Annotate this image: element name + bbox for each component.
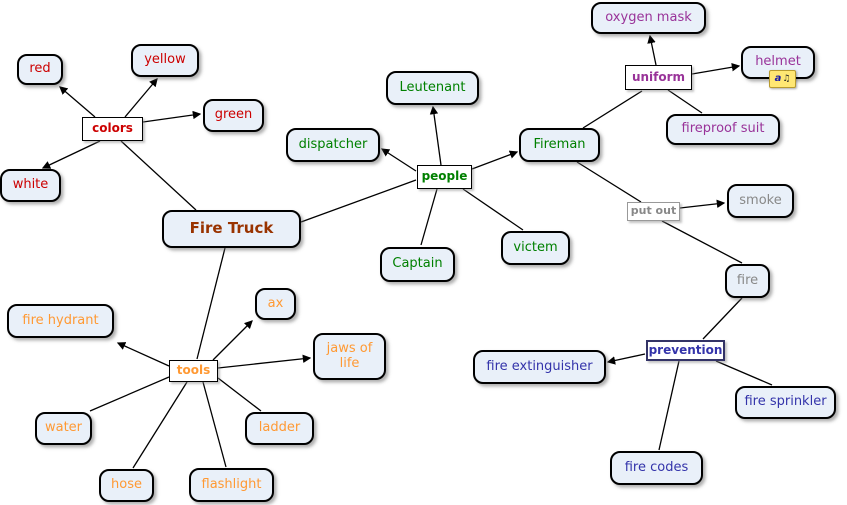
edge-people-fireman[interactable] — [471, 150, 519, 170]
edge-colors-white[interactable] — [41, 140, 101, 169]
concept-node-fire-codes[interactable]: fire codes — [610, 451, 703, 485]
node-label: people — [421, 169, 468, 184]
node-label: yellow — [144, 52, 186, 68]
edge-prevention-fire-codes[interactable] — [658, 360, 680, 451]
linking-node-prevention[interactable]: prevention — [646, 340, 725, 361]
annotation-letter: a — [774, 73, 782, 84]
edge-put-out-smoke[interactable] — [679, 199, 726, 209]
edge-tools-ax[interactable] — [212, 320, 253, 361]
edge-prevention-fire-sprinkler[interactable] — [715, 360, 773, 386]
node-label: dispatcher — [298, 136, 368, 152]
edge-colors-yellow[interactable] — [124, 78, 158, 118]
node-label: white — [12, 177, 49, 193]
node-label: ladder — [258, 420, 301, 436]
node-label: helmet — [755, 54, 801, 70]
linking-node-uniform[interactable]: uniform — [625, 65, 692, 90]
concept-node-ax[interactable]: ax — [255, 288, 296, 320]
concept-node-flashlight[interactable]: flashlight — [189, 468, 274, 502]
edge-uniform-fireproof-suit[interactable] — [667, 89, 703, 114]
linking-node-tools[interactable]: tools — [169, 360, 218, 382]
edge-fire-prevention[interactable] — [702, 297, 743, 340]
linking-node-put-out[interactable]: put out — [627, 202, 680, 221]
concept-node-helmet[interactable]: helmet — [741, 46, 815, 79]
edge-tools-jaws-of-life[interactable] — [217, 354, 312, 369]
edge-fireman-put-out[interactable] — [576, 161, 642, 203]
edge-tools-flashlight[interactable] — [202, 381, 227, 468]
concept-node-dispatcher[interactable]: dispatcher — [286, 128, 380, 162]
concept-node-white[interactable]: white — [0, 169, 61, 202]
node-label: flashlight — [201, 476, 262, 492]
concept-node-fireproof-suit[interactable]: fireproof suit — [666, 114, 780, 145]
node-label: Leutenant — [399, 79, 466, 95]
node-label: fire sprinkler — [744, 394, 827, 410]
concept-node-jaws-of-life[interactable]: jaws of life — [313, 333, 386, 380]
node-label: fireproof suit — [681, 121, 765, 137]
edge-fire-truck-people[interactable] — [300, 179, 417, 223]
concept-node-hose[interactable]: hose — [99, 469, 154, 502]
concept-node-yellow[interactable]: yellow — [131, 44, 199, 77]
node-label: green — [214, 107, 253, 123]
edge-tools-hose[interactable] — [132, 381, 188, 469]
node-label: Captain — [392, 256, 443, 272]
node-label: colors — [92, 121, 133, 136]
node-label: fire hydrant — [22, 312, 99, 328]
concept-node-fire[interactable]: fire — [725, 264, 770, 298]
edge-colors-red[interactable] — [59, 86, 96, 118]
edge-tools-ladder[interactable] — [217, 377, 262, 412]
edge-people-victem[interactable] — [462, 188, 524, 231]
node-label: red — [29, 61, 51, 77]
node-label: Fire Truck — [189, 219, 274, 238]
annotation-note-glyph: ♫ — [782, 73, 791, 84]
concept-node-ladder[interactable]: ladder — [245, 412, 314, 445]
annotation-icon[interactable]: a ♫ — [769, 70, 796, 88]
edge-fire-truck-tools[interactable] — [196, 247, 226, 360]
node-label: jaws of life — [326, 340, 373, 371]
node-label: Fireman — [533, 136, 586, 152]
concept-node-fire-truck[interactable]: Fire Truck — [162, 210, 301, 248]
edge-uniform-helmet[interactable] — [691, 63, 741, 75]
node-label: uniform — [631, 69, 686, 84]
concept-node-green[interactable]: green — [203, 99, 264, 132]
node-label: water — [44, 420, 83, 436]
concept-node-fire-extinguisher[interactable]: fire extinguisher — [473, 350, 606, 384]
edge-prevention-fire-extinguisher[interactable] — [606, 353, 646, 365]
edge-tools-fire-hydrant[interactable] — [116, 342, 170, 367]
concept-node-leutenant[interactable]: Leutenant — [386, 71, 479, 105]
node-label: prevention — [648, 342, 723, 357]
edge-people-dispatcher[interactable] — [380, 148, 417, 172]
edge-people-captain[interactable] — [420, 188, 438, 246]
node-label: smoke — [739, 192, 782, 208]
edge-tools-water[interactable] — [89, 376, 170, 412]
node-label: fire — [736, 272, 759, 288]
concept-node-oxygen-mask[interactable]: oxygen mask — [591, 2, 706, 34]
concept-node-red[interactable]: red — [17, 54, 63, 85]
linking-node-people[interactable]: people — [417, 165, 472, 189]
edge-uniform-oxygen-mask[interactable] — [647, 34, 657, 66]
concept-node-victem[interactable]: victem — [501, 231, 570, 265]
edge-colors-green[interactable] — [142, 110, 202, 123]
node-label: hose — [111, 477, 142, 493]
edge-fire-truck-colors[interactable] — [120, 140, 197, 211]
concept-node-fire-sprinkler[interactable]: fire sprinkler — [735, 386, 836, 419]
concept-node-smoke[interactable]: smoke — [727, 184, 794, 218]
concept-node-fireman[interactable]: Fireman — [519, 128, 600, 162]
node-label: fire codes — [624, 459, 689, 475]
concept-node-captain[interactable]: Captain — [380, 247, 455, 282]
node-label: ax — [267, 295, 284, 311]
concept-node-water[interactable]: water — [35, 412, 92, 445]
node-label: oxygen mask — [605, 9, 692, 25]
edge-people-leutenant[interactable] — [429, 105, 442, 166]
concept-node-fire-hydrant[interactable]: fire hydrant — [7, 304, 114, 338]
edge-put-out-fire[interactable] — [661, 220, 743, 264]
linking-node-colors[interactable]: colors — [82, 117, 143, 141]
edge-fireman-uniform[interactable] — [582, 90, 643, 129]
node-label: victem — [513, 239, 558, 255]
node-label: put out — [630, 204, 677, 218]
node-label: tools — [176, 363, 211, 378]
node-label: fire extinguisher — [486, 358, 593, 374]
